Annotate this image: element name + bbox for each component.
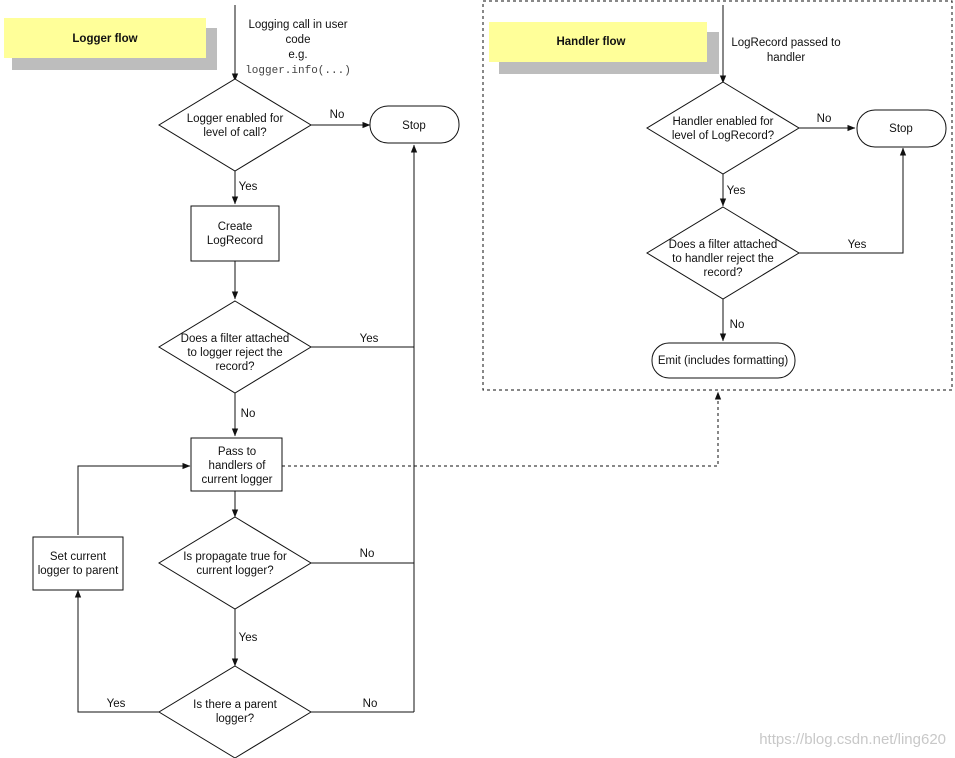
svg-text:record?: record? xyxy=(216,361,255,373)
svg-text:level of LogRecord?: level of LogRecord? xyxy=(672,130,774,142)
parent-logger-decision: Is there a parent logger? xyxy=(158,665,312,758)
handler-edge-labels: No Yes Yes No xyxy=(727,113,867,331)
svg-text:Does a filter attached: Does a filter attached xyxy=(181,333,290,345)
svg-text:Set current: Set current xyxy=(50,551,107,563)
svg-text:Is there a parent: Is there a parent xyxy=(193,699,278,711)
handler-stop-terminal: Stop xyxy=(856,109,947,148)
handler-filter-decision: Does a filter attached to handler reject… xyxy=(646,206,800,300)
pass-to-handlers-process: Pass to handlers of current logger xyxy=(190,437,283,492)
set-parent-process: Set current logger to parent xyxy=(32,536,124,591)
propagate-decision: Is propagate true for current logger? xyxy=(158,516,312,610)
svg-text:Emit (includes formatting): Emit (includes formatting) xyxy=(658,355,789,367)
logger-flow-title: Logger flow xyxy=(72,33,137,45)
logger-stop-terminal: Stop xyxy=(369,105,460,144)
emit-terminal: Emit (includes formatting) xyxy=(651,342,796,379)
logger-filter-decision: Does a filter attached to logger reject … xyxy=(158,300,312,394)
watermark-text: https://blog.csdn.net/ling620 xyxy=(759,731,946,748)
svg-text:No: No xyxy=(730,319,745,331)
svg-text:Yes: Yes xyxy=(360,333,379,345)
logger-flow-title-note: Logger flow xyxy=(4,18,217,70)
svg-text:Yes: Yes xyxy=(239,181,258,193)
svg-text:Pass to: Pass to xyxy=(218,446,256,458)
logger-connectors xyxy=(74,5,722,713)
svg-text:to handler reject the: to handler reject the xyxy=(672,253,774,265)
svg-text:logger?: logger? xyxy=(216,713,254,725)
svg-text:Stop: Stop xyxy=(889,123,913,135)
svg-text:Create: Create xyxy=(218,221,253,233)
svg-text:Yes: Yes xyxy=(727,185,746,197)
svg-text:e.g.: e.g. xyxy=(288,49,307,61)
svg-text:handlers of: handlers of xyxy=(209,460,267,472)
svg-text:current logger?: current logger? xyxy=(196,565,273,577)
logger-enabled-decision: Logger enabled for level of call? xyxy=(158,78,312,172)
svg-text:Handler enabled for: Handler enabled for xyxy=(672,116,773,128)
svg-text:logger.info(...): logger.info(...) xyxy=(245,65,351,77)
svg-text:Logger enabled for: Logger enabled for xyxy=(187,113,284,125)
svg-text:Yes: Yes xyxy=(239,632,258,644)
create-logrecord-process: Create LogRecord xyxy=(190,205,280,262)
svg-text:LogRecord passed to: LogRecord passed to xyxy=(731,37,840,49)
svg-text:Stop: Stop xyxy=(402,120,426,132)
svg-text:Yes: Yes xyxy=(107,698,126,710)
svg-text:Does a filter attached: Does a filter attached xyxy=(669,239,778,251)
svg-text:No: No xyxy=(241,408,256,420)
handler-entry-text: LogRecord passed to handler xyxy=(731,37,840,64)
handler-connectors xyxy=(719,5,907,342)
logger-entry-text: Logging call in user code e.g. logger.in… xyxy=(245,19,351,77)
handler-flow-title-note: Handler flow xyxy=(489,22,719,74)
svg-text:level of call?: level of call? xyxy=(203,127,266,139)
svg-text:current logger: current logger xyxy=(202,474,273,486)
svg-text:No: No xyxy=(817,113,832,125)
handler-flow-boundary xyxy=(482,0,953,391)
handler-enabled-decision: Handler enabled for level of LogRecord? xyxy=(646,81,800,175)
svg-text:handler: handler xyxy=(767,52,806,64)
svg-text:record?: record? xyxy=(704,267,743,279)
svg-text:to logger reject the: to logger reject the xyxy=(187,347,282,359)
svg-text:code: code xyxy=(286,34,311,46)
svg-text:Yes: Yes xyxy=(848,239,867,251)
svg-text:Is propagate true for: Is propagate true for xyxy=(183,551,287,563)
svg-text:No: No xyxy=(363,698,378,710)
svg-text:logger to parent: logger to parent xyxy=(38,565,119,577)
handler-flow-title: Handler flow xyxy=(556,36,625,48)
svg-text:No: No xyxy=(360,548,375,560)
logger-edge-labels: No Yes Yes No No Yes Yes No xyxy=(107,109,379,710)
svg-text:Logging call in user: Logging call in user xyxy=(248,19,347,31)
svg-text:No: No xyxy=(330,109,345,121)
svg-text:LogRecord: LogRecord xyxy=(207,235,263,247)
